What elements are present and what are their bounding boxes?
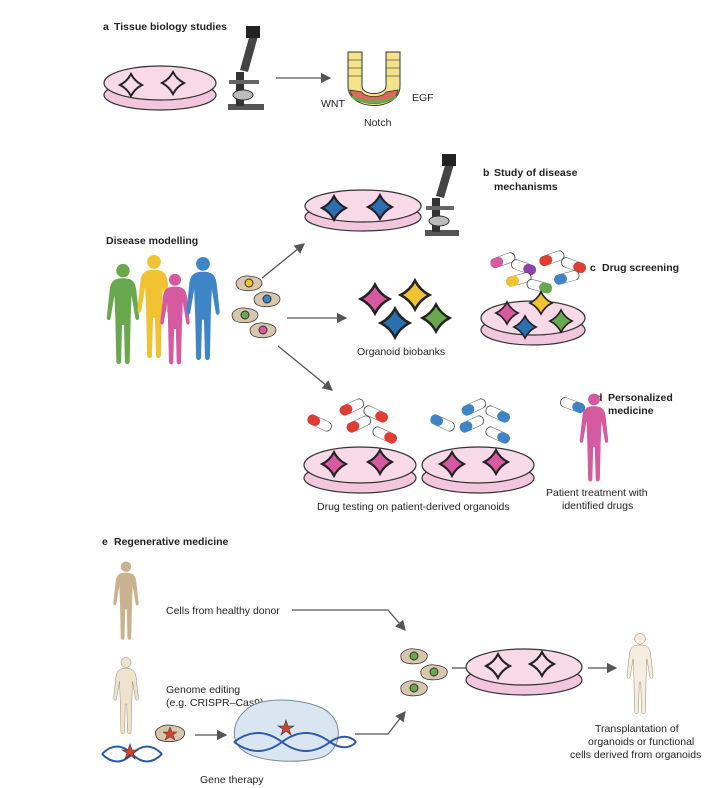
healthy-donor-figure bbox=[113, 561, 139, 640]
organoid-biobanks: Organoid biobanks bbox=[357, 279, 451, 358]
panel-c-title: Drug screening bbox=[602, 262, 679, 274]
disease-modelling: Disease modelling bbox=[106, 235, 348, 391]
drug-testing: Drug testing on patient-derived organoid… bbox=[303, 397, 535, 513]
disease-modelling-title: Disease modelling bbox=[106, 235, 198, 247]
panel-b-letter: b bbox=[483, 167, 489, 179]
panel-d-title-2: medicine bbox=[608, 405, 654, 417]
pills-red bbox=[305, 397, 399, 446]
dna-left bbox=[101, 743, 163, 763]
biobanks-label: Organoid biobanks bbox=[357, 346, 445, 358]
person-blue bbox=[186, 256, 220, 361]
recipient-figure bbox=[626, 633, 654, 715]
panel-b: b Study of disease mechanisms bbox=[304, 154, 578, 236]
genome-editing-label-2: (e.g. CRISPR–Cas9) bbox=[166, 697, 263, 709]
transplant-label-2: organoids or functional bbox=[588, 736, 694, 748]
arrow-gene-therapy bbox=[355, 710, 406, 735]
panel-e-letter: e bbox=[102, 536, 108, 548]
patient-cells bbox=[231, 275, 281, 339]
arrow-donor bbox=[292, 609, 406, 631]
gene-therapy-label: Gene therapy bbox=[200, 774, 264, 786]
label-notch: Notch bbox=[364, 117, 392, 129]
panel-b-title-1: Study of disease bbox=[494, 167, 578, 179]
petri-dish-a bbox=[103, 65, 217, 111]
panel-d-title-1: Personalized bbox=[608, 392, 673, 404]
panel-c-letter: c bbox=[590, 262, 596, 274]
panel-d-caption-1: Patient treatment with bbox=[546, 487, 648, 499]
panel-b-title-2: mechanisms bbox=[494, 181, 558, 193]
drug-testing-label: Drug testing on patient-derived organoid… bbox=[317, 501, 510, 513]
mutation-star-icon bbox=[120, 743, 140, 760]
repair-star-icon bbox=[276, 719, 296, 736]
genome-editing-label-1: Genome editing bbox=[166, 684, 240, 696]
patient-e-figure bbox=[113, 656, 139, 735]
intestinal-crypt bbox=[347, 51, 401, 106]
transplant-label-3: cells derived from organoids bbox=[570, 749, 701, 761]
cas9-complex bbox=[233, 699, 357, 762]
regenerative-cells bbox=[400, 648, 448, 697]
panel-d-caption-2: identified drugs bbox=[562, 500, 633, 512]
arrow-to-b bbox=[261, 243, 306, 279]
microscope-b-icon bbox=[425, 154, 459, 236]
pill-d bbox=[558, 396, 587, 415]
label-wnt: WNT bbox=[321, 98, 345, 110]
person-green bbox=[106, 263, 140, 365]
panel-a-letter: a bbox=[103, 21, 109, 33]
panel-e: e Regenerative medicine Cells from healt… bbox=[101, 536, 701, 786]
petri-dish-c bbox=[480, 291, 586, 346]
edited-cell bbox=[154, 724, 186, 743]
healthy-donor-label: Cells from healthy donor bbox=[166, 605, 280, 617]
label-egf: EGF bbox=[412, 92, 434, 104]
transplant-label-1: Transplantation of bbox=[595, 723, 679, 735]
pills-blue bbox=[428, 397, 512, 446]
petri-dish-e bbox=[465, 648, 583, 696]
microscope-icon bbox=[228, 26, 264, 110]
panel-e-title: Regenerative medicine bbox=[114, 536, 229, 548]
panel-c: c Drug screening bbox=[480, 249, 679, 346]
arrow-to-drug-testing bbox=[277, 345, 334, 391]
petri-dish-d2 bbox=[421, 446, 535, 494]
petri-dish-d1 bbox=[303, 446, 417, 494]
panel-d: d Personalized medicine Patient treatmen… bbox=[546, 392, 673, 512]
panel-a: a Tissue biology studies bbox=[103, 21, 434, 129]
panel-a-title: Tissue biology studies bbox=[114, 21, 227, 33]
pills-c bbox=[489, 249, 588, 295]
petri-dish-b bbox=[304, 189, 422, 232]
